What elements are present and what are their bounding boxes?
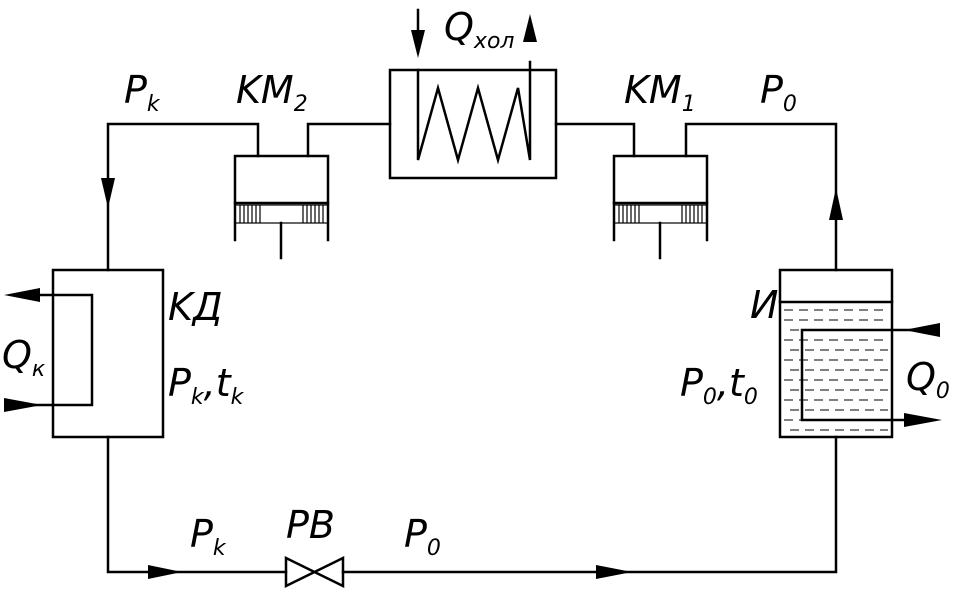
pipe-km2-to-intercooler bbox=[306, 122, 392, 158]
label-p0-t0: P0,t0 bbox=[680, 361, 758, 410]
compressor-km1 bbox=[612, 154, 709, 260]
pipe-valve-to-evaporator bbox=[341, 435, 838, 574]
flow-arrow-up-icon bbox=[829, 188, 843, 220]
label-qk: Qк bbox=[2, 333, 46, 382]
flow-arrows bbox=[101, 178, 843, 579]
label-kd: KД bbox=[168, 285, 223, 329]
brine-in-arrow-icon bbox=[904, 323, 940, 337]
evaporator-coil bbox=[800, 328, 932, 422]
label-q0: Q0 bbox=[906, 355, 950, 404]
coolant-in-arrow-icon bbox=[411, 30, 425, 58]
label-q-hol: Qхол bbox=[444, 5, 514, 54]
pipe-intercooler-to-km1 bbox=[554, 122, 636, 158]
label-pk-bottom: Pk bbox=[190, 512, 227, 561]
heat-in-arrow-icon bbox=[4, 398, 42, 412]
label-km2: KM2 bbox=[236, 68, 308, 117]
label-pk-tk: Pk,tk bbox=[168, 361, 245, 410]
flow-arrow-down-icon bbox=[101, 178, 115, 208]
evaporator bbox=[778, 268, 942, 439]
label-rv: PB bbox=[286, 503, 335, 547]
expansion-valve bbox=[284, 555, 345, 589]
condenser bbox=[4, 268, 165, 439]
flow-arrow-right-icon bbox=[148, 565, 182, 579]
compressor-km2 bbox=[233, 154, 330, 260]
label-p0-bottom: P0 bbox=[404, 512, 441, 561]
cooling-coil bbox=[416, 60, 532, 165]
pipe-km1-to-evaporator bbox=[684, 122, 838, 272]
intercooler bbox=[388, 8, 558, 180]
brine-out-arrow-icon bbox=[904, 413, 942, 427]
pipework bbox=[106, 122, 838, 574]
flow-arrow-right-icon bbox=[596, 565, 632, 579]
expansion-valve-icon bbox=[284, 555, 345, 589]
label-km1: KM1 bbox=[624, 68, 696, 117]
label-pk-top: Pk bbox=[124, 68, 161, 117]
label-i: И bbox=[750, 283, 778, 327]
condenser-coil bbox=[18, 293, 94, 407]
heat-out-arrow-icon bbox=[4, 288, 40, 302]
label-p0-top: P0 bbox=[760, 68, 797, 117]
pipe-condenser-to-valve bbox=[106, 435, 288, 574]
liquid-level-lines bbox=[784, 309, 888, 431]
coolant-out-arrow-icon bbox=[523, 14, 537, 42]
